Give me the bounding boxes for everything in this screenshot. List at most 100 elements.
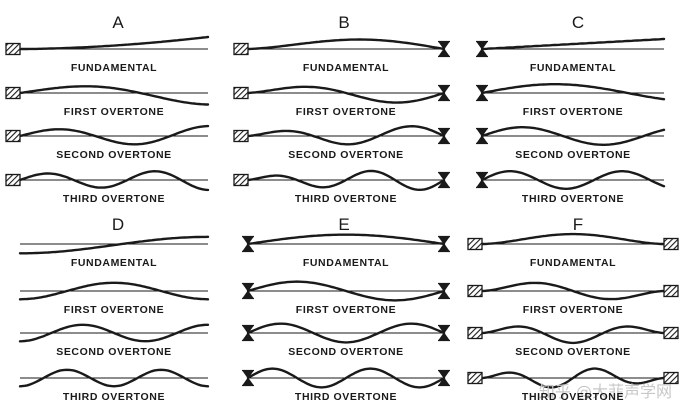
beam-b-mode-3: [246, 124, 446, 146]
clamped-support-icon: [5, 129, 21, 143]
pinned-support-icon: [476, 84, 488, 102]
mode-label-d-4: THIRD OVERTONE: [62, 391, 166, 403]
mode-label-a-4: THIRD OVERTONE: [62, 193, 166, 205]
pinned-support-icon: [438, 84, 450, 102]
mode-label-c-3: SECOND OVERTONE: [515, 149, 631, 161]
pinned-support-icon: [438, 282, 450, 300]
mode-shape-curve: [480, 126, 666, 146]
mode-label-c-4: THIRD OVERTONE: [521, 193, 625, 205]
panel-letter-a: A: [112, 13, 124, 32]
beam-c-mode-3: [480, 126, 666, 146]
beam-d-mode-3: [18, 323, 210, 343]
pinned-support-icon: [242, 324, 254, 342]
pinned-support-icon: [438, 171, 450, 189]
clamped-support-icon: [233, 129, 249, 143]
beam-b-mode-2: [246, 85, 446, 104]
pinned-support-icon: [438, 369, 450, 387]
mode-shape-curve: [18, 235, 210, 255]
panel-letter-b: B: [338, 13, 350, 32]
mode-shape-curve: [480, 37, 666, 51]
beam-a-mode-4: [18, 169, 210, 192]
mode-shape-curve: [480, 325, 666, 345]
clamped-support-icon: [233, 42, 249, 56]
beam-c-mode-1: [480, 37, 666, 51]
mode-label-a-2: FIRST OVERTONE: [63, 106, 165, 118]
panel-letter-f: F: [572, 215, 584, 234]
panel-letter-d: D: [111, 215, 125, 234]
clamped-support-icon: [467, 371, 483, 385]
mode-label-e-2: FIRST OVERTONE: [295, 304, 397, 316]
mode-shape-curve: [246, 169, 446, 192]
clamped-support-icon: [467, 284, 483, 298]
beam-e-mode-3: [246, 322, 446, 344]
mode-shape-curve: [246, 124, 446, 146]
clamped-support-icon: [663, 326, 679, 340]
mode-shape-curve: [246, 38, 446, 51]
pinned-support-icon: [438, 127, 450, 145]
mode-shape-curve: [246, 85, 446, 104]
mode-shape-curve: [246, 280, 446, 302]
beam-f-mode-2: [480, 281, 666, 301]
mode-shape-curve: [18, 85, 210, 106]
mode-label-c-2: FIRST OVERTONE: [522, 106, 624, 118]
mode-shape-curve: [480, 281, 666, 301]
beam-f-mode-4: [480, 367, 666, 389]
beam-c-mode-4: [480, 170, 666, 191]
mode-label-d-2: FIRST OVERTONE: [63, 304, 165, 316]
pinned-support-icon: [242, 369, 254, 387]
pinned-support-icon: [438, 40, 450, 58]
beam-e-mode-4: [246, 367, 446, 389]
mode-label-f-3: SECOND OVERTONE: [515, 346, 631, 358]
mode-shape-curve: [246, 233, 446, 246]
pinned-support-icon: [242, 282, 254, 300]
beam-b-mode-1: [246, 38, 446, 51]
mode-shape-curve: [246, 367, 446, 389]
pinned-support-icon: [476, 127, 488, 145]
beam-f-mode-1: [480, 232, 666, 246]
mode-shape-curve: [18, 35, 210, 51]
clamped-support-icon: [5, 86, 21, 100]
mode-label-f-4: THIRD OVERTONE: [521, 391, 625, 403]
mode-shape-curve: [18, 169, 210, 192]
beam-d-mode-1: [18, 235, 210, 255]
panel-letter-c: C: [571, 13, 585, 32]
mode-label-c-1: FUNDAMENTAL: [529, 62, 617, 74]
clamped-support-icon: [663, 284, 679, 298]
clamped-support-icon: [233, 173, 249, 187]
mode-shape-curve: [480, 367, 666, 389]
clamped-support-icon: [467, 326, 483, 340]
mode-label-b-4: THIRD OVERTONE: [294, 193, 398, 205]
mode-shape-curve: [480, 232, 666, 246]
beam-c-mode-2: [480, 83, 666, 101]
beam-d-mode-2: [18, 281, 210, 301]
watermark: 知乎 @大菲声学网: [538, 382, 672, 401]
beam-a-mode-3: [18, 124, 210, 146]
mode-label-b-2: FIRST OVERTONE: [295, 106, 397, 118]
mode-label-f-2: FIRST OVERTONE: [522, 304, 624, 316]
beam-f-mode-3: [480, 325, 666, 345]
pinned-support-icon: [438, 324, 450, 342]
clamped-support-icon: [5, 42, 21, 56]
beam-e-mode-2: [246, 280, 446, 302]
panel-letter-e: E: [338, 215, 350, 234]
pinned-support-icon: [438, 235, 450, 253]
beam-e-mode-1: [246, 233, 446, 246]
clamped-support-icon: [467, 237, 483, 251]
mode-label-b-1: FUNDAMENTAL: [302, 62, 390, 74]
mode-label-e-3: SECOND OVERTONE: [288, 346, 404, 358]
clamped-support-icon: [5, 173, 21, 187]
pinned-support-icon: [476, 171, 488, 189]
mode-shape-curve: [18, 124, 210, 146]
mode-label-b-3: SECOND OVERTONE: [288, 149, 404, 161]
mode-label-a-1: FUNDAMENTAL: [70, 62, 158, 74]
clamped-support-icon: [663, 237, 679, 251]
mode-label-e-4: THIRD OVERTONE: [294, 391, 398, 403]
beam-a-mode-2: [18, 85, 210, 106]
pinned-support-icon: [476, 40, 488, 58]
beam-a-mode-1: [18, 35, 210, 51]
mode-label-d-3: SECOND OVERTONE: [56, 346, 172, 358]
pinned-support-icon: [242, 235, 254, 253]
clamped-support-icon: [233, 86, 249, 100]
mode-shape-curve: [18, 368, 210, 388]
